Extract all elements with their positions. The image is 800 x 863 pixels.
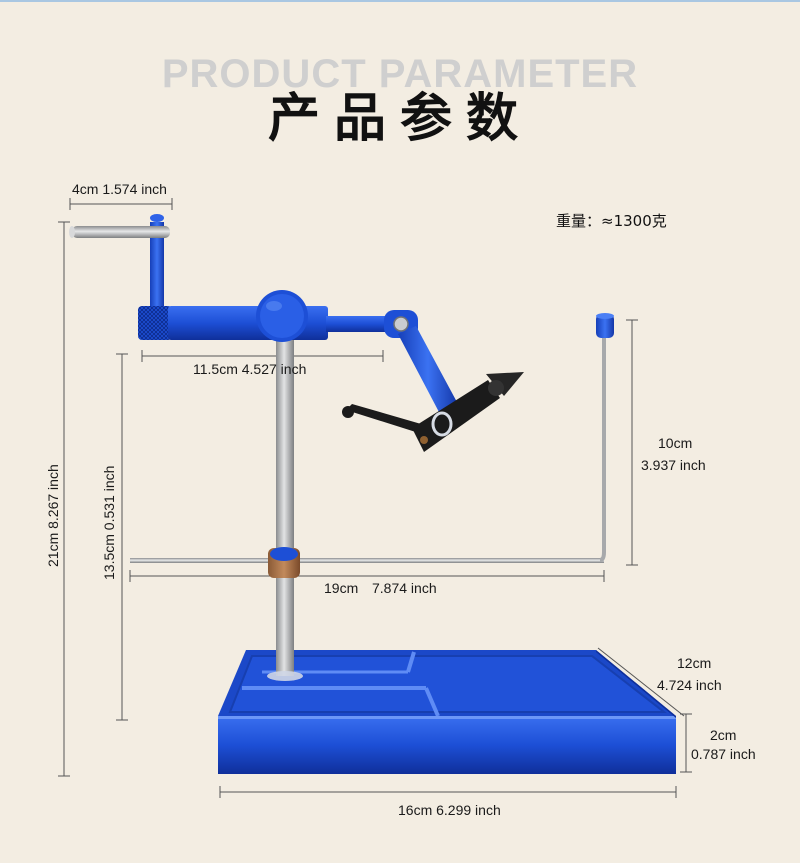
- rod-height-label: 13.5cm 0.531 inch: [101, 465, 117, 580]
- base-tray: [218, 650, 676, 774]
- base-depth-cm-label: 12cm: [677, 655, 712, 671]
- base-depth-inch-label: 4.724 inch: [657, 677, 722, 693]
- section-title-english: PRODUCT PARAMETER: [161, 52, 639, 96]
- rest-height-cm-label: 10cm: [658, 435, 693, 451]
- base-width-label: 16cm 6.299 inch: [398, 802, 501, 818]
- base-height-cm-label: 2cm: [710, 727, 737, 743]
- arm-length-label: 11.5cm 4.527 inch: [193, 361, 307, 377]
- top-border: [0, 0, 800, 2]
- rest-length-inch-label: 7.874 inch: [372, 580, 437, 596]
- bobbin-rest: [130, 313, 614, 578]
- section-title: 产品参数: [267, 89, 532, 149]
- base-height-inch-label: 0.787 inch: [691, 746, 756, 762]
- total-height-label: 21cm 8.267 inch: [45, 464, 61, 567]
- vertical-stem: [267, 340, 303, 681]
- rotary-head: [69, 214, 458, 414]
- vise-jaws: [342, 372, 524, 452]
- dimension-lines: [58, 198, 692, 798]
- rest-length-cm-label: 19cm: [324, 580, 359, 596]
- rest-height-inch-label: 3.937 inch: [641, 457, 706, 473]
- handle-width-label: 4cm 1.574 inch: [72, 181, 167, 197]
- weight-label: 重量：≈1300克: [556, 212, 667, 230]
